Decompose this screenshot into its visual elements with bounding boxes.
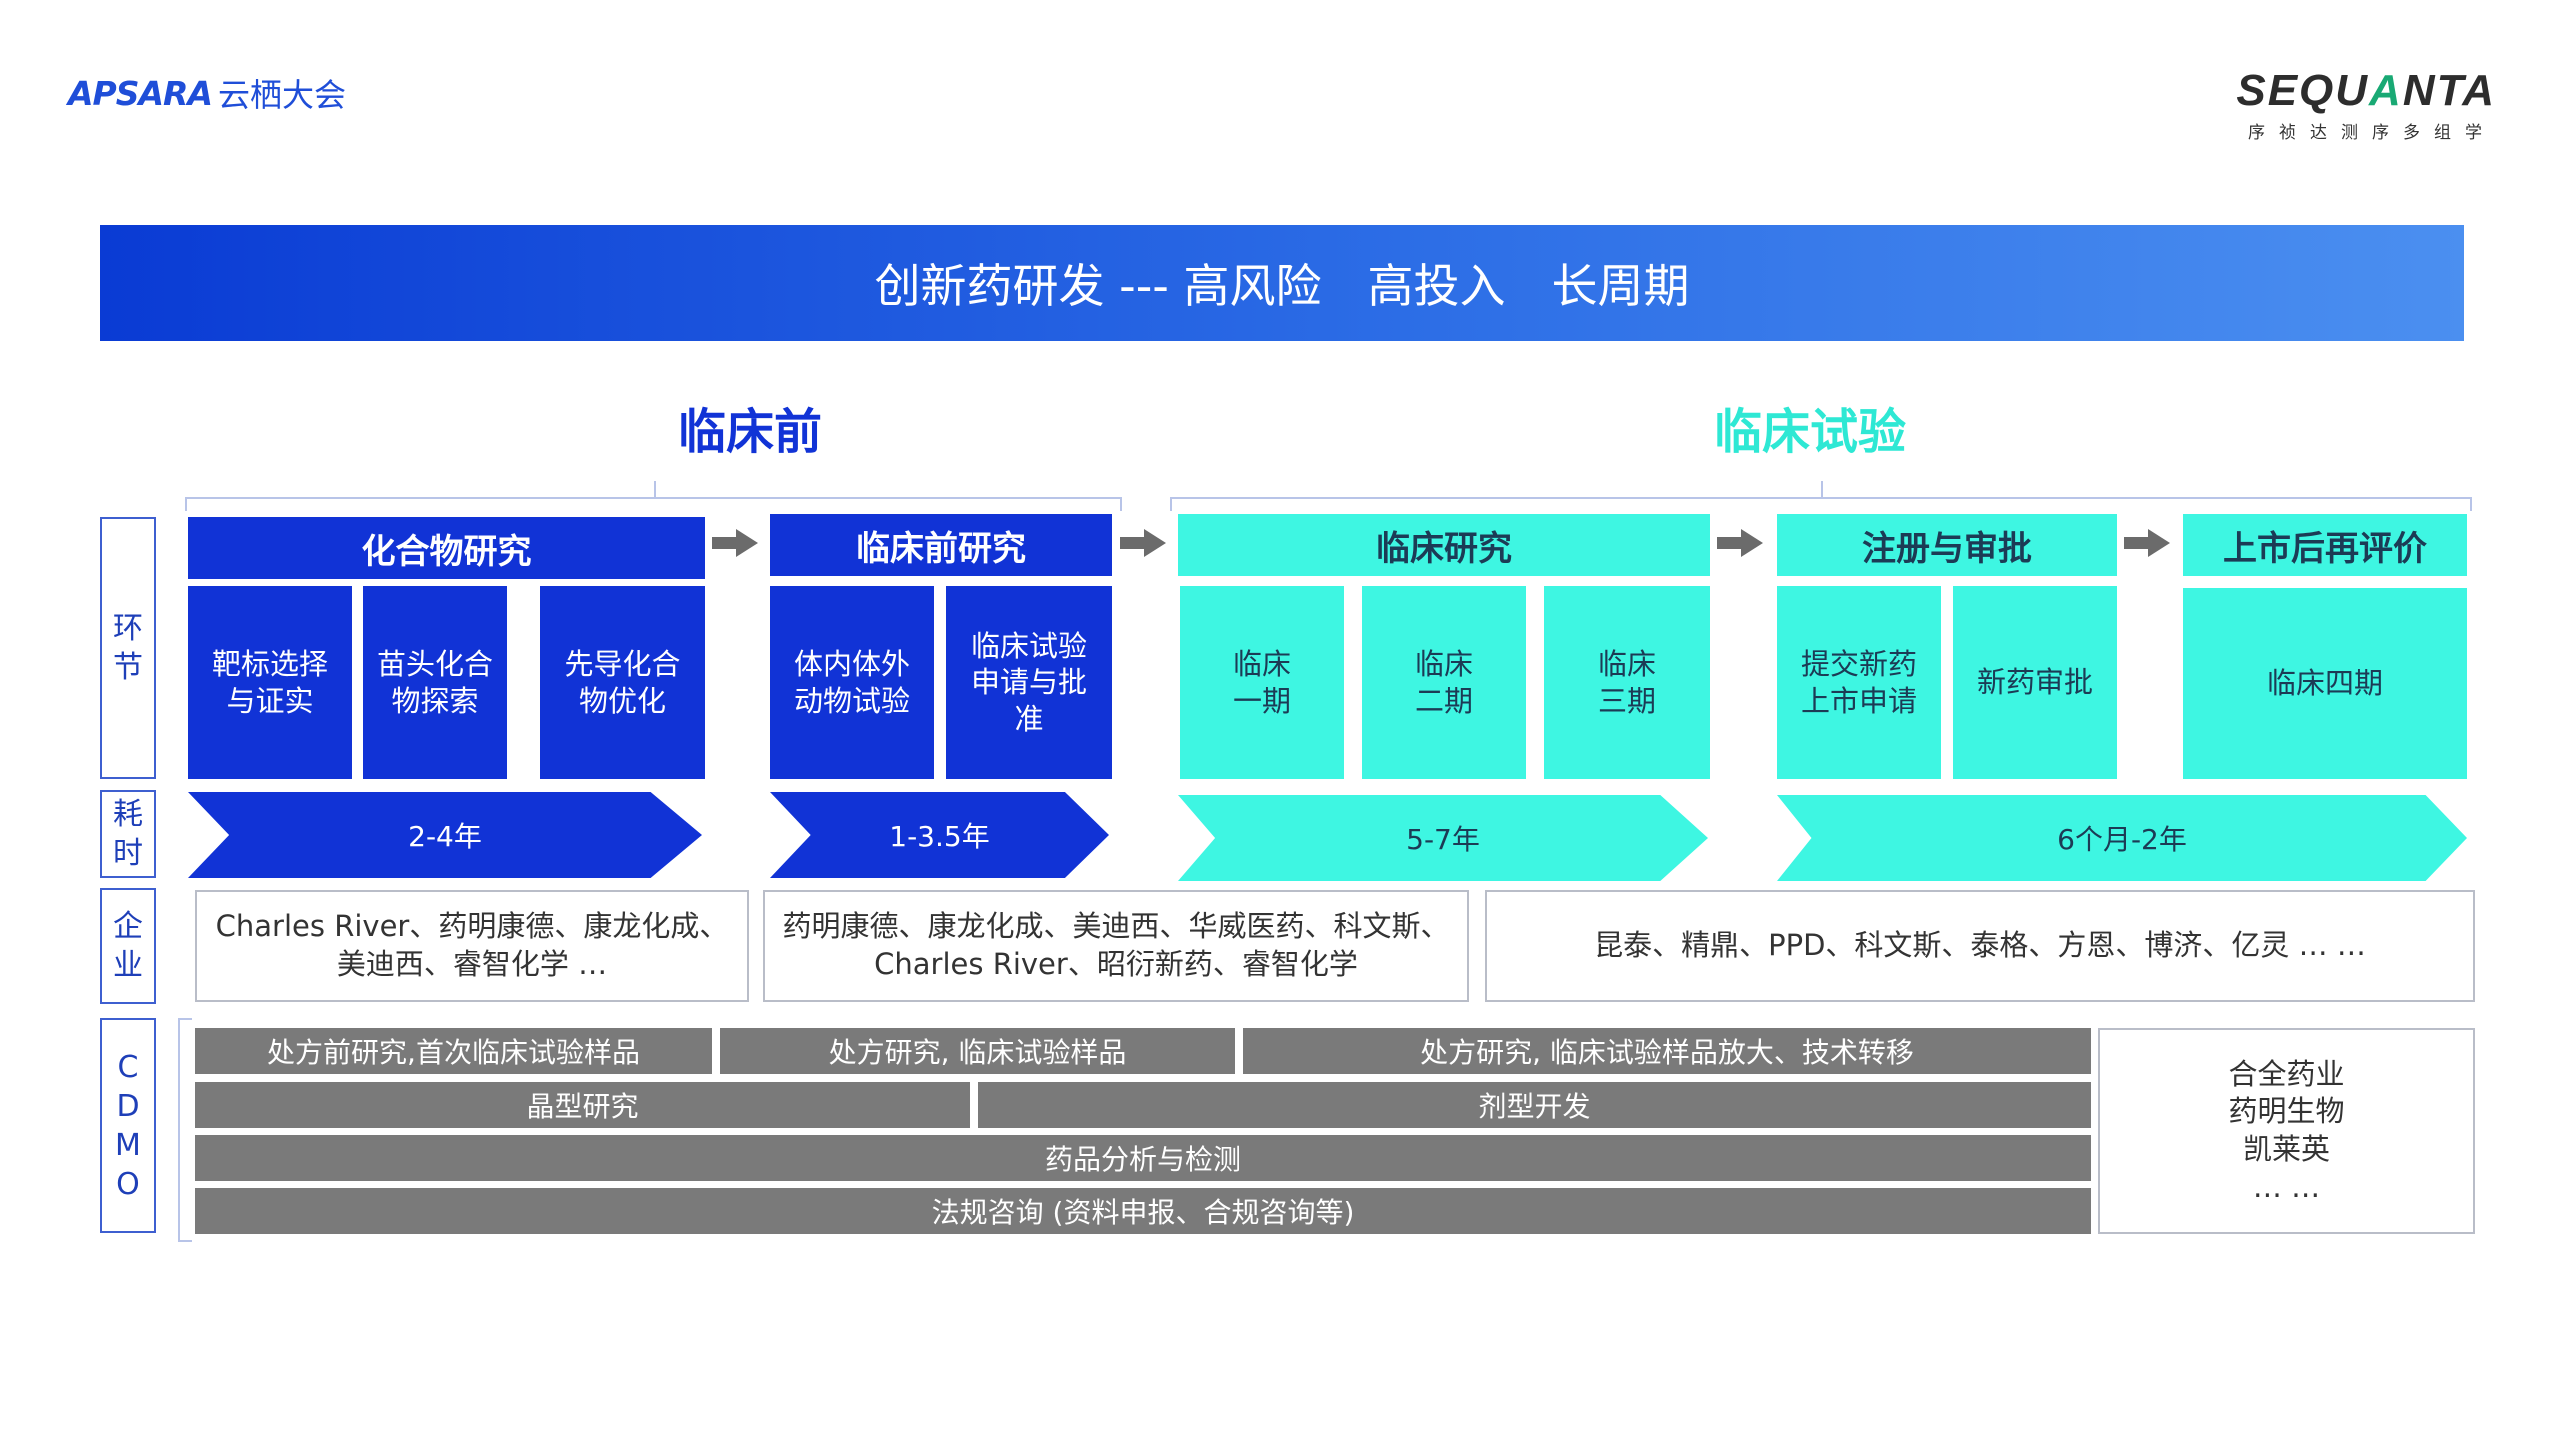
side-label-duration: 耗 时 bbox=[100, 790, 156, 878]
duration-label: 1-3.5年 bbox=[889, 820, 990, 853]
cdmo-bar-crystal: 晶型研究 bbox=[195, 1082, 970, 1128]
cdmo-bar-regulatory: 法规咨询 (资料申报、合规咨询等) bbox=[195, 1188, 2091, 1234]
flow-arrow-shaft-4 bbox=[2124, 537, 2150, 549]
banner-title: 创新药研发 --- 高风险 高投入 长周期 bbox=[874, 259, 1690, 313]
stage-box-lead: 先导化合 物优化 bbox=[540, 586, 705, 779]
title-banner: 创新药研发 --- 高风险 高投入 长周期 bbox=[100, 225, 2464, 341]
cdmo-brace bbox=[178, 1018, 192, 1242]
cdmo-company: 凯莱英 bbox=[2242, 1132, 2330, 1166]
duration-label: 2-4年 bbox=[408, 820, 482, 853]
flow-arrow-icon-2 bbox=[1144, 529, 1166, 557]
apsara-cn-name: 云栖大会 bbox=[217, 76, 346, 114]
cdmo-company-more: … … bbox=[2252, 1169, 2321, 1204]
duration-label: 5-7年 bbox=[1406, 823, 1480, 856]
stage-box-phase2: 临床 二期 bbox=[1362, 586, 1526, 779]
cdmo-company: 合全药业 bbox=[2228, 1056, 2345, 1091]
cdmo-bar-analysis: 药品分析与检测 bbox=[195, 1135, 2091, 1181]
stage-header-clinical: 临床研究 bbox=[1178, 514, 1710, 576]
duration-chevron-compound: 2-4年 bbox=[188, 792, 702, 878]
cdmo-bar-formulation: 处方研究, 临床试验样品 bbox=[720, 1028, 1235, 1074]
flow-arrow-icon-1 bbox=[736, 529, 758, 557]
stage-box-hit: 苗头化合 物探索 bbox=[363, 586, 507, 779]
flow-arrow-icon-4 bbox=[2148, 529, 2170, 557]
company-box-preclinical: 药明康德、康龙化成、美迪西、华威医药、科文斯、 Charles River、昭衍… bbox=[763, 890, 1469, 1002]
flow-arrow-icon-3 bbox=[1741, 529, 1763, 557]
cdmo-bar-scaleup: 处方研究, 临床试验样品放大、技术转移 bbox=[1243, 1028, 2091, 1074]
flow-arrow-shaft-1 bbox=[712, 537, 738, 549]
stage-box-animal: 体内体外 动物试验 bbox=[770, 586, 934, 779]
stage-box-approval: 新药审批 bbox=[1953, 586, 2117, 779]
stage-box-target: 靶标选择 与证实 bbox=[188, 586, 352, 779]
stage-box-phase3: 临床 三期 bbox=[1544, 586, 1710, 779]
stage-header-registration: 注册与审批 bbox=[1777, 514, 2117, 576]
stage-box-phase4: 临床四期 bbox=[2183, 588, 2467, 779]
stage-header-compound: 化合物研究 bbox=[188, 517, 705, 579]
stage-header-preclinical: 临床前研究 bbox=[770, 514, 1112, 576]
duration-chevron-clinical: 5-7年 bbox=[1178, 795, 1708, 881]
phase-title-clinical: 临床试验 bbox=[1713, 404, 1906, 460]
stage-box-phase1: 临床 一期 bbox=[1180, 586, 1344, 779]
company-box-clinical: 昆泰、精鼎、PPD、科文斯、泰格、方恩、博济、亿灵 … … bbox=[1485, 890, 2475, 1002]
duration-label: 6个月-2年 bbox=[2057, 823, 2187, 856]
stage-header-postmarket: 上市后再评价 bbox=[2183, 514, 2467, 576]
preclinical-brace bbox=[185, 481, 1122, 511]
stage-box-ind: 临床试验 申请与批 准 bbox=[946, 586, 1112, 779]
apsara-wordmark: APSARA bbox=[68, 73, 213, 113]
sequanta-cn-name: 序祯达测序多组学 bbox=[2248, 123, 2496, 143]
flow-arrow-shaft-3 bbox=[1717, 537, 1743, 549]
duration-chevron-preclinical: 1-3.5年 bbox=[770, 792, 1109, 878]
side-label-cdmo: C D M O bbox=[100, 1018, 156, 1233]
company-box-compound: Charles River、药明康德、康龙化成、 美迪西、睿智化学 … bbox=[195, 890, 749, 1002]
clinical-brace bbox=[1170, 481, 2472, 511]
cdmo-company-list: 合全药业 药明生物 凯莱英 … … bbox=[2098, 1028, 2475, 1234]
duration-chevron-registration: 6个月-2年 bbox=[1777, 795, 2467, 881]
sequanta-wordmark: SEQUANTA bbox=[2236, 66, 2496, 115]
cdmo-bar-preformulation: 处方前研究,首次临床试验样品 bbox=[195, 1028, 712, 1074]
flow-arrow-shaft-2 bbox=[1120, 537, 1146, 549]
phase-title-preclinical: 临床前 bbox=[677, 404, 822, 460]
side-label-stage: 环 节 bbox=[100, 517, 156, 779]
apsara-logo: APSARA 云栖大会 bbox=[68, 70, 346, 116]
sequanta-logo: SEQUANTA 序祯达测序多组学 bbox=[2236, 66, 2496, 143]
stage-box-nda: 提交新药 上市申请 bbox=[1777, 586, 1941, 779]
cdmo-company: 药明生物 bbox=[2228, 1094, 2345, 1129]
cdmo-bar-dosage: 剂型开发 bbox=[978, 1082, 2091, 1128]
side-label-company: 企 业 bbox=[100, 888, 156, 1004]
